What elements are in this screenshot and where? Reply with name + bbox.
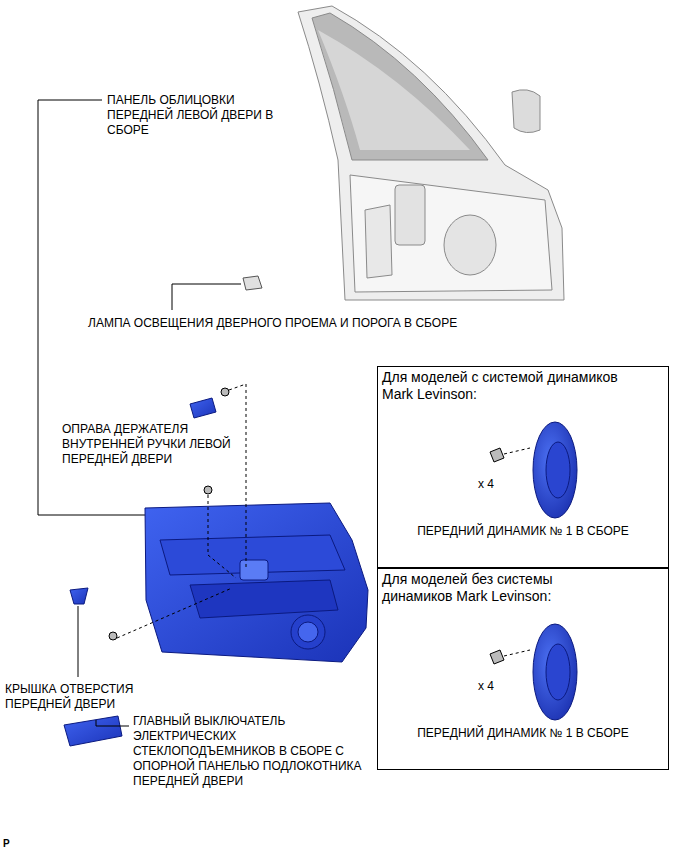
page-mark: P <box>3 836 23 851</box>
hole-cover <box>70 588 88 604</box>
part-name: ЛАМПА ОСВЕЩЕНИЯ ДВЕРНОГО ПРОЕМА И ПОРОГА… <box>88 316 528 331</box>
door-lamp <box>172 276 262 310</box>
part-name: КРЫШКА ОТВЕРСТИЯ ПЕРЕДНЕЙ ДВЕРИ <box>5 682 150 712</box>
speaker-1 <box>490 422 577 518</box>
quantity: x 4 <box>478 679 518 694</box>
part-name: ГЛАВНЫЙ ВЫКЛЮЧАТЕЛЬ ЭЛЕКТРИЧЕСКИХ СТЕКЛО… <box>133 714 373 789</box>
quantity: x 4 <box>478 477 518 492</box>
door-shell <box>298 6 564 300</box>
part-name: ПЕРЕДНИЙ ДИНАМИК № 1 В СБОРЕ <box>378 524 668 539</box>
variant-heading: Для моделей без системы динамиков Mark L… <box>382 571 582 605</box>
speaker-2 <box>490 624 577 720</box>
variant-box: Для моделей с системой динамиков Mark Le… <box>377 366 669 568</box>
variant-heading: Для моделей с системой динамиков Mark Le… <box>382 369 632 403</box>
door-trim-panel <box>145 503 368 662</box>
part-name: ОПРАВА ДЕРЖАТЕЛЯ ВНУТРЕННЕЙ РУЧКИ ЛЕВОЙ … <box>62 422 242 467</box>
leader-line <box>78 606 79 677</box>
part-name: ПЕРЕДНИЙ ДИНАМИК № 1 В СБОРЕ <box>378 726 668 741</box>
handle-bezel <box>190 398 216 418</box>
window-switch <box>64 716 122 746</box>
variant-box: Для моделей без системы динамиков Mark L… <box>377 568 669 770</box>
leader-line <box>96 720 129 726</box>
part-name: ПАНЕЛЬ ОБЛИЦОВКИ ПЕРЕДНЕЙ ЛЕВОЙ ДВЕРИ В … <box>107 93 287 138</box>
